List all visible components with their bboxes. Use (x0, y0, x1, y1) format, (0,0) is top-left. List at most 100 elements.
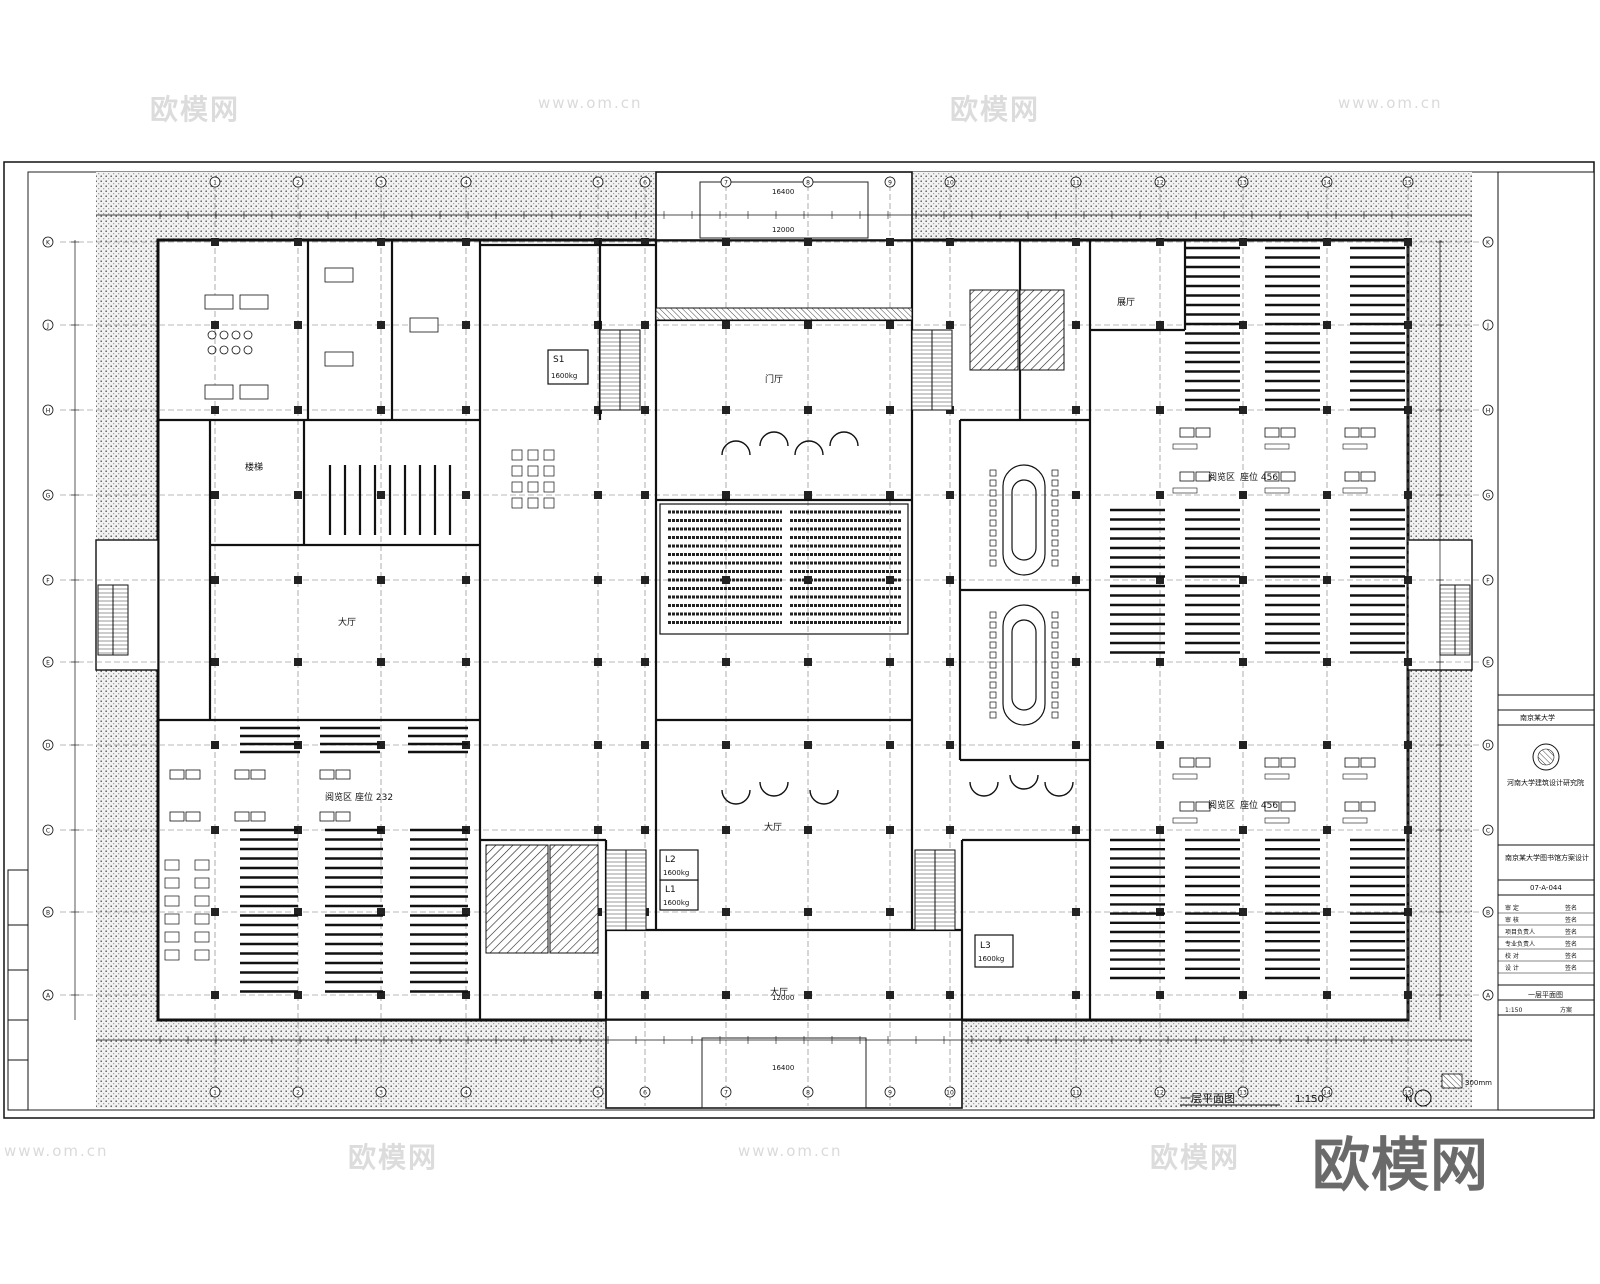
auditorium-seating (659, 503, 909, 635)
column (1404, 406, 1412, 414)
column (1156, 741, 1164, 749)
column (886, 491, 894, 499)
axis-bubble (720, 1086, 732, 1098)
conference-chair (989, 529, 997, 537)
column (946, 991, 954, 999)
axis-bubble (1402, 176, 1414, 188)
column (594, 491, 602, 499)
conference-tables (1002, 464, 1046, 726)
stage-band (655, 307, 913, 321)
label-reading-left-seats: 座位 232 (355, 791, 393, 803)
column (1072, 741, 1080, 749)
column (294, 406, 302, 414)
cafe-seat (543, 497, 555, 509)
office-desk (239, 384, 269, 400)
title-phase: 方案 (1560, 1006, 1572, 1014)
conference-chair (989, 641, 997, 649)
conference-chair (1051, 489, 1059, 497)
axis-bubble (1482, 489, 1494, 501)
axis-bubble (1482, 989, 1494, 1001)
column (722, 991, 730, 999)
reading-desk (1280, 801, 1296, 812)
title-scale: 1:150 (1505, 1007, 1522, 1014)
reading-desk (319, 811, 335, 822)
column (641, 491, 649, 499)
reading-desk (1195, 471, 1211, 482)
axis-bubble (1482, 236, 1494, 248)
column (294, 908, 302, 916)
title-row-sign: 签名 (1565, 916, 1577, 924)
elevator-l1-id: L1 (665, 885, 676, 895)
axis-bubble (42, 989, 54, 1001)
axis-label: 12 (1156, 180, 1164, 187)
title-row-sign: 签名 (1565, 964, 1577, 972)
study-carrel (164, 913, 180, 925)
axis-bubble (1482, 656, 1494, 668)
axis-bubble (1070, 1086, 1082, 1098)
column (1323, 238, 1331, 246)
reading-desk (1179, 471, 1195, 482)
column (462, 991, 470, 999)
column (1239, 576, 1247, 584)
desk-chair-row (1172, 817, 1198, 824)
label-exhibit: 展厅 (1117, 297, 1135, 308)
study-carrel (194, 895, 210, 907)
column (594, 321, 602, 329)
column (211, 658, 219, 666)
reading-desk (1344, 801, 1360, 812)
column (886, 826, 894, 834)
plan-scale: 1:150 (1295, 1094, 1324, 1105)
axis-label: 7 (724, 1090, 728, 1097)
elevator-l3-load: 1600kg (978, 955, 1004, 963)
axis-bubble (639, 176, 651, 188)
column (1239, 826, 1247, 834)
column (1323, 406, 1331, 414)
axis-bubble (375, 1086, 387, 1098)
column (641, 741, 649, 749)
title-row-label: 设 计 (1505, 964, 1519, 972)
axis-label: 6 (643, 1090, 647, 1097)
column (1156, 238, 1164, 246)
axis-bubble (42, 236, 54, 248)
cafe-seat (543, 481, 555, 493)
conference-chair (989, 621, 997, 629)
axis-bubble (1482, 319, 1494, 331)
column (211, 741, 219, 749)
column (1072, 576, 1080, 584)
axis-label: 3 (379, 1090, 383, 1097)
cafe-seat (527, 497, 539, 509)
column (377, 491, 385, 499)
title-drawing-no: 07-A-044 (1530, 884, 1562, 892)
axis-label: A (46, 993, 51, 1000)
column (946, 826, 954, 834)
conference-chair (1051, 539, 1059, 547)
reading-desk (250, 769, 266, 780)
round-chair (207, 330, 217, 340)
label-reading-right-top: 阅览区 (1208, 471, 1235, 483)
desk-chair-row (1172, 773, 1198, 780)
cafe-seat (511, 449, 523, 461)
label-lobby-center: 大厅 (770, 986, 788, 998)
conference-chair (989, 681, 997, 689)
axis-label: G (1486, 493, 1491, 500)
conference-chair (989, 489, 997, 497)
title-row-sign: 签名 (1565, 940, 1577, 948)
study-carrel (164, 895, 180, 907)
reading-desk (185, 811, 201, 822)
axis-bubble (375, 176, 387, 188)
axis-label: K (46, 240, 51, 247)
column (211, 406, 219, 414)
axis-label: 8 (806, 180, 810, 187)
elevator-l3-id: L3 (980, 941, 991, 951)
column (211, 321, 219, 329)
desk-chair-row (1264, 773, 1290, 780)
column (211, 826, 219, 834)
column (462, 908, 470, 916)
brand-logo-text: 欧模网 (1312, 1131, 1490, 1199)
axis-label: G (46, 493, 51, 500)
label-reading-right-top-seats: 座位 456 (1240, 471, 1278, 483)
cafe-seat (527, 449, 539, 461)
axis-bubble (884, 1086, 896, 1098)
grid-axis-bubbles: 1122334455667788991010111112121313141415… (42, 176, 1494, 1098)
round-chair (207, 345, 217, 355)
